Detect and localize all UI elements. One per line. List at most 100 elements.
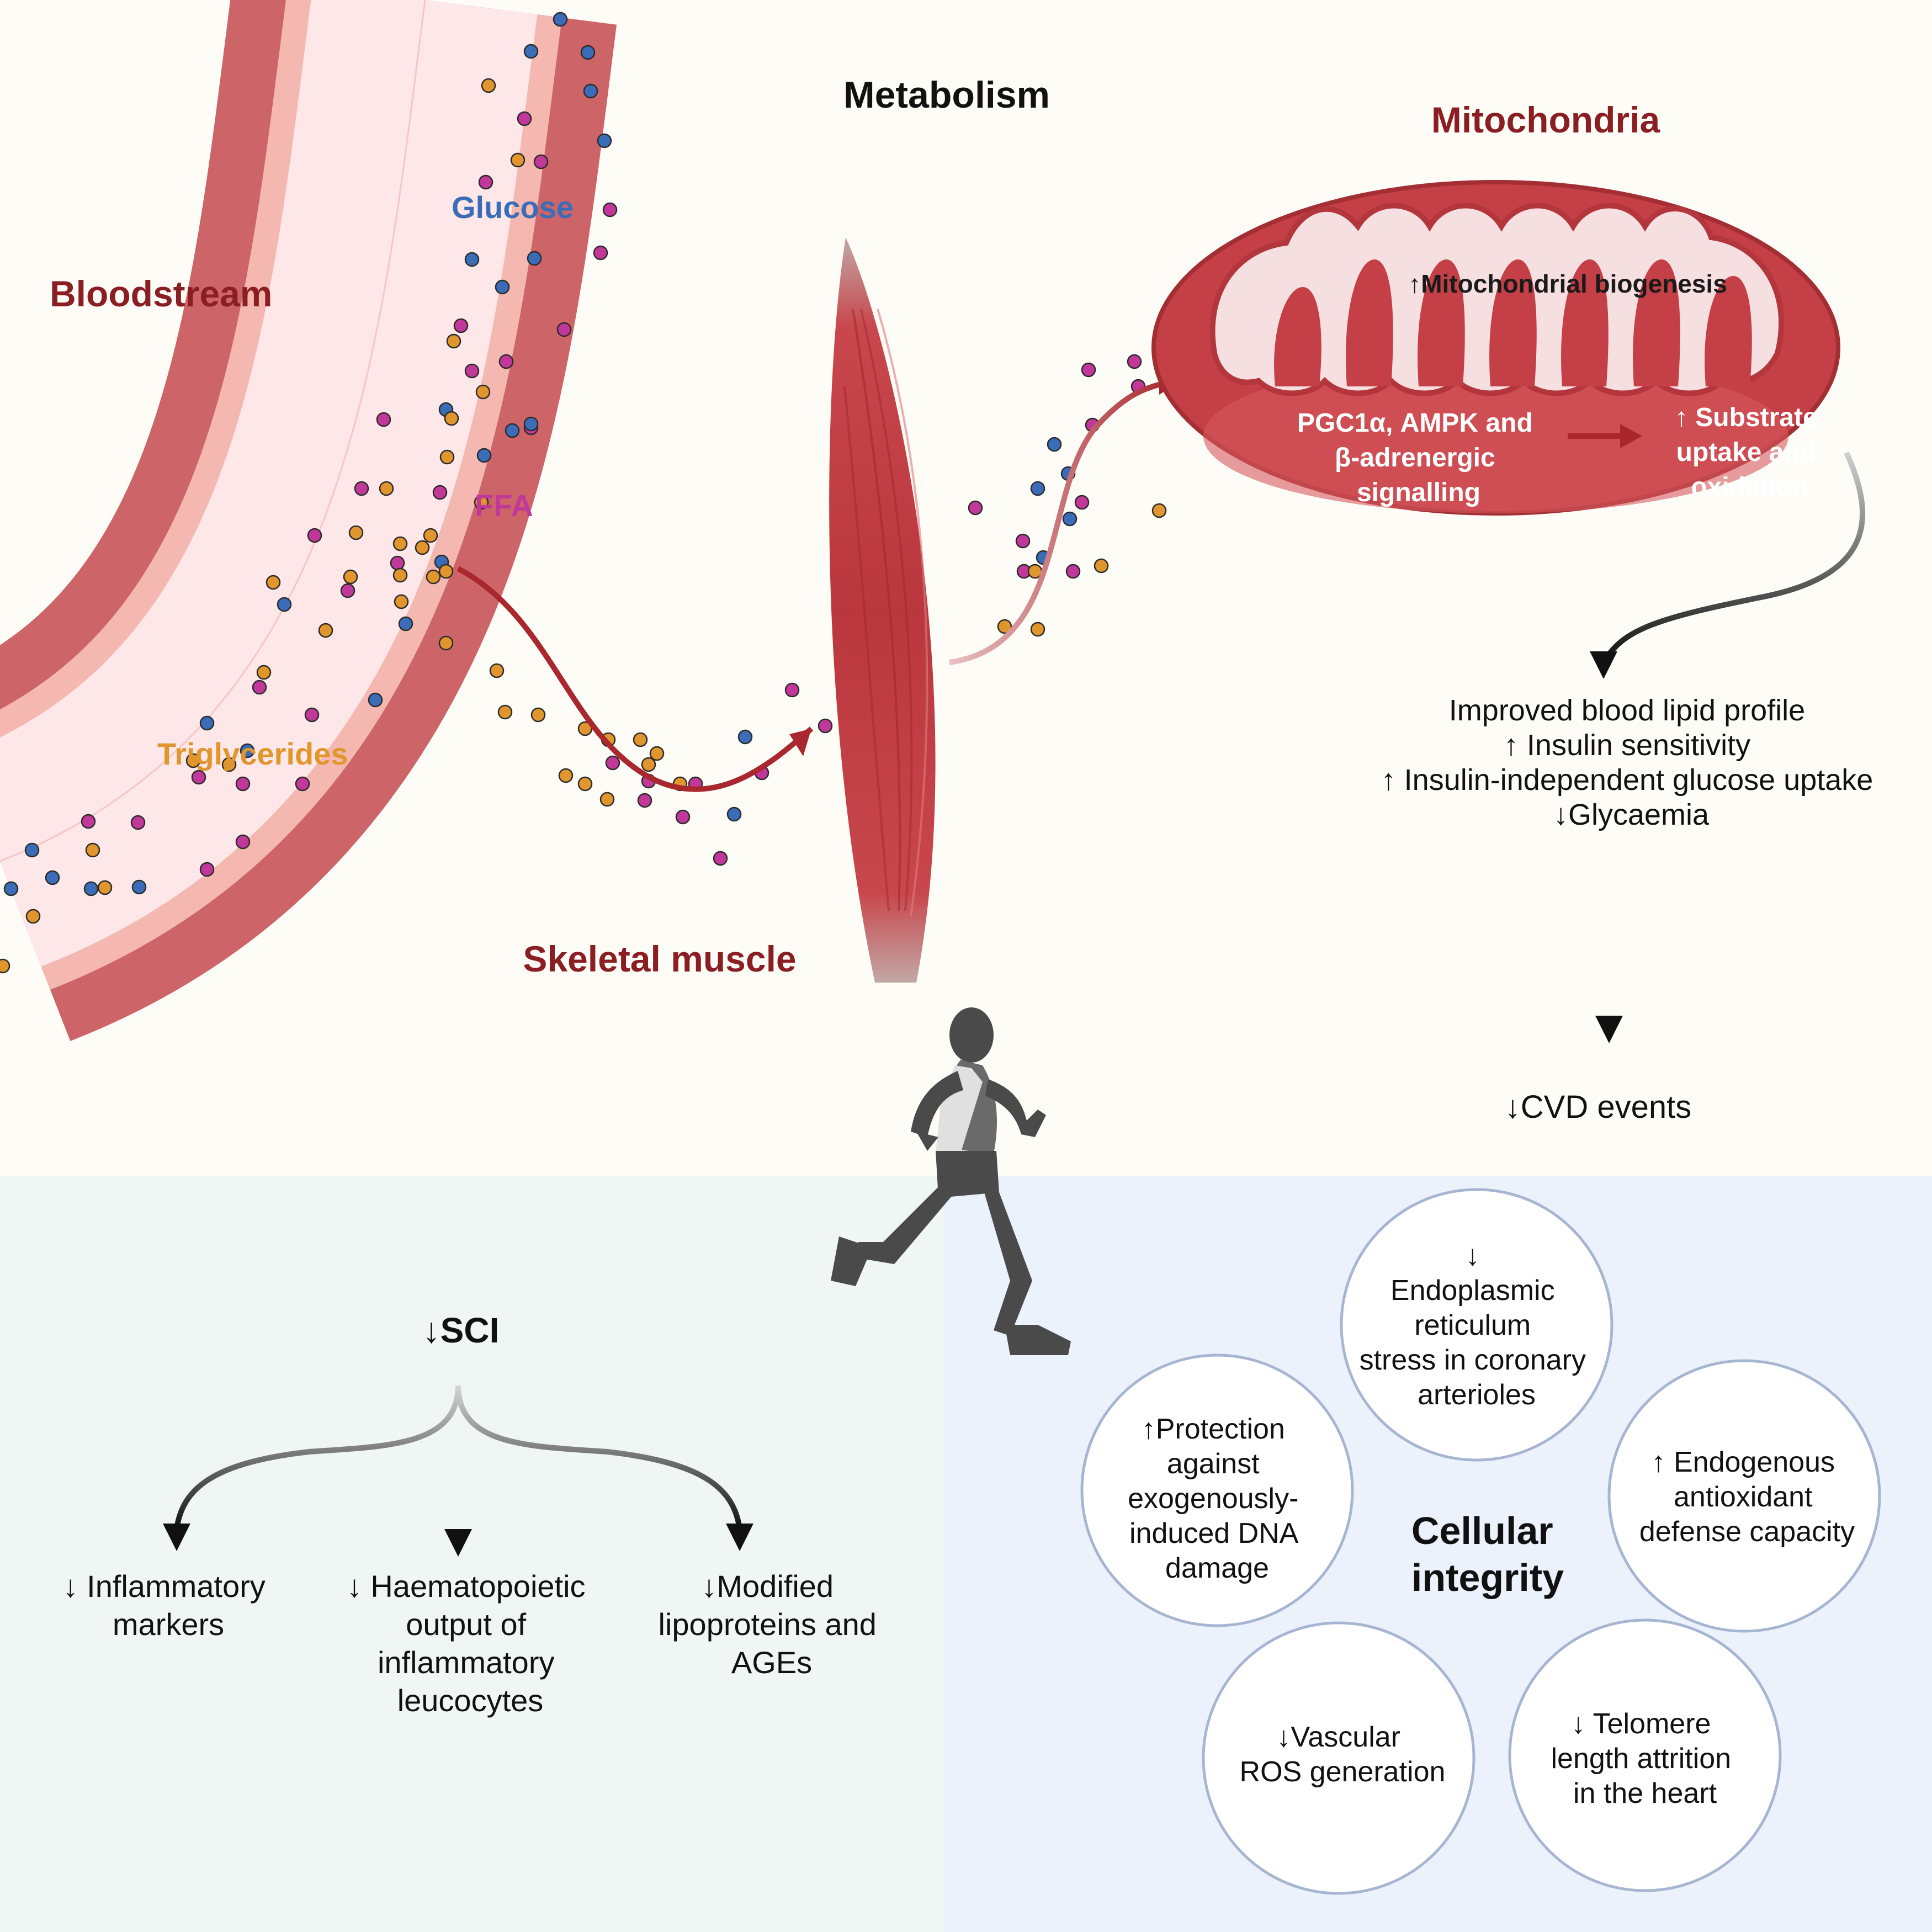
glucose-particle <box>580 45 596 60</box>
ffa-particle <box>713 851 728 866</box>
mitochondria-to-outcomes-arrow <box>1601 451 1866 664</box>
ffa-particle <box>675 809 691 825</box>
glucose-particle <box>3 881 19 896</box>
triglyceride-particle <box>497 704 513 720</box>
sci-heading: ↓SCI <box>423 1310 500 1350</box>
sci-effect-modified-lipoproteins: ↓Modified lipoproteins and AGEs <box>659 1569 885 1680</box>
ffa-particle <box>602 202 618 217</box>
telomere-text: ↓ Telomere length attrition in the heart <box>1551 1708 1739 1809</box>
glucose-particle <box>45 870 60 885</box>
triglyceride-particle <box>392 567 408 583</box>
ffa-particle <box>390 555 405 571</box>
ffa-particle <box>478 174 493 190</box>
ffa-particle <box>199 862 215 877</box>
glucose-particle <box>553 12 568 27</box>
vascular-ros-circle <box>1202 1621 1475 1895</box>
triglyceride-particle <box>256 665 272 680</box>
glucose-particle <box>495 279 510 295</box>
ffa-particle <box>968 500 983 516</box>
triglyceride-particle <box>481 78 496 93</box>
dna-protection-text: ↑Protection against exogenously- induced… <box>1128 1413 1307 1584</box>
ffa-particle <box>464 363 480 379</box>
blood-vessel-icon <box>0 0 617 1041</box>
glucose-particle <box>505 423 520 438</box>
ffa-particle <box>1127 354 1142 369</box>
glucose-particle <box>131 879 147 895</box>
triglyceride-particle <box>489 663 505 678</box>
triglyceride-particle <box>423 528 438 543</box>
ffa-particle <box>376 412 391 427</box>
ffa-particle <box>235 834 251 850</box>
sci-branch-arrows <box>163 1385 753 1557</box>
bloodstream-to-muscle-arrow <box>457 566 814 792</box>
triglyceride-particle <box>438 564 454 579</box>
ffa-particle <box>1015 533 1031 549</box>
metabolism-heading: Metabolism <box>843 74 1050 116</box>
ffa-particle <box>605 755 620 771</box>
cellular-integrity-circles <box>1080 1188 1881 1895</box>
glucose-particle <box>476 448 492 463</box>
antioxidant-circle <box>1607 1359 1881 1633</box>
glucose-label: Glucose <box>452 190 574 225</box>
runner-icon <box>831 1007 1071 1355</box>
glucose-particle <box>24 842 40 858</box>
ffa-label: FFA <box>475 488 533 523</box>
antioxidant-text: ↑ Endogenous antioxidant defense capacit… <box>1639 1446 1855 1548</box>
triglyceride-particle <box>1151 503 1167 518</box>
ffa-particle <box>354 481 369 496</box>
outcomes-list: Improved blood lipid profile ↑ Insulin s… <box>1381 694 1882 831</box>
glucose-particle <box>464 252 480 267</box>
triglycerides-label: Triglycerides <box>157 736 348 771</box>
bloodstream-label: Bloodstream <box>50 273 272 314</box>
triglyceride-particle <box>25 909 41 924</box>
triglyceride-particle <box>394 594 409 609</box>
glucose-particle <box>277 597 292 612</box>
mitochondria-to-outcomes-arrowhead <box>1590 651 1617 679</box>
ffa-particle <box>556 322 572 337</box>
glucose-particle <box>737 729 753 745</box>
triglyceride-particle <box>997 619 1012 634</box>
triglyceride-particle <box>599 792 615 807</box>
triglyceride-particle <box>510 152 526 168</box>
ffa-particle <box>1081 362 1096 378</box>
outcomes-to-cvd-arrowhead <box>1595 1016 1623 1043</box>
glucose-particle <box>398 616 413 631</box>
triglyceride-particle <box>649 746 665 761</box>
vascular-ros-text: ↓Vascular ROS generation <box>1240 1721 1446 1788</box>
triglyceride-particle <box>1030 622 1045 637</box>
triglyceride-particle <box>415 540 430 555</box>
triglyceride-particle <box>633 732 648 747</box>
triglyceride-particle <box>641 757 656 772</box>
triglyceride-particle <box>475 384 491 400</box>
bloodstream-to-muscle-arrowhead <box>789 729 811 756</box>
triglyceride-particle <box>185 753 201 768</box>
glucose-particle <box>1062 511 1078 527</box>
ffa-particle <box>295 776 310 792</box>
cellular-integrity-heading: Cellular integrity <box>1411 1509 1564 1599</box>
cvd-events-label: ↓CVD events <box>1505 1089 1691 1125</box>
ffa-particle <box>81 814 96 829</box>
ffa-particle <box>130 815 146 830</box>
sci-effect-inflammatory-markers: ↓ Inflammatory markers <box>63 1569 274 1642</box>
ffa-particle <box>1065 564 1081 579</box>
triglyceride-particle <box>446 333 461 349</box>
mitochondrial-biogenesis-label: ↑Mitochondrial biogenesis <box>1408 269 1727 298</box>
triglyceride-particle <box>558 768 574 783</box>
triglyceride-particle <box>474 495 489 510</box>
ffa-particle <box>235 776 251 792</box>
triglyceride-particle <box>439 449 455 465</box>
triglyceride-particle <box>266 575 281 590</box>
triglyceride-particle <box>438 635 454 651</box>
triglyceride-particle <box>1094 558 1109 574</box>
triglyceride-particle <box>85 842 100 858</box>
ffa-particle <box>784 682 800 698</box>
mitochondria-label: Mitochondria <box>1431 99 1661 140</box>
glucose-particle <box>83 881 99 896</box>
triglyceride-particle <box>392 536 408 551</box>
sci-panel-bg <box>0 1176 944 1932</box>
er-stress-circle <box>1340 1188 1613 1462</box>
dna-protection-circle <box>1080 1354 1354 1627</box>
substrate-uptake-label: ↑ Substrate uptake and oxidation <box>1675 403 1825 502</box>
